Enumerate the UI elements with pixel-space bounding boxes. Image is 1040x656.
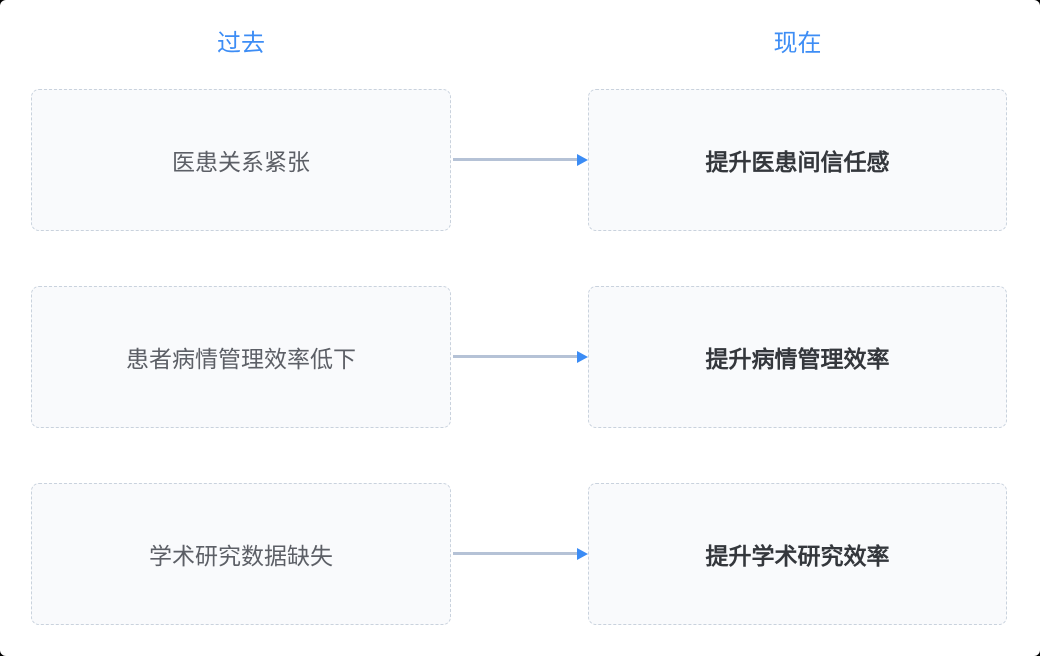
- arrow-head-icon: [577, 350, 588, 363]
- column-header-present: 现在: [773, 30, 822, 57]
- past-box-doctor-patient-relationship: 医患关系紧张: [31, 89, 451, 231]
- past-box-research-data-missing: 学术研究数据缺失: [31, 483, 451, 625]
- arrow-right-icon: [453, 350, 588, 363]
- arrow-head-icon: [577, 153, 588, 166]
- present-box-management-efficiency: 提升病情管理效率: [588, 286, 1007, 428]
- arrow-right-icon: [453, 153, 588, 166]
- arrow-head-icon: [577, 547, 588, 560]
- present-box-research-efficiency: 提升学术研究效率: [588, 483, 1007, 625]
- column-header-past: 过去: [217, 30, 265, 57]
- arrow-right-icon: [453, 547, 588, 560]
- past-box-condition-management: 患者病情管理效率低下: [31, 286, 451, 428]
- present-box-trust-improvement: 提升医患间信任感: [588, 89, 1007, 231]
